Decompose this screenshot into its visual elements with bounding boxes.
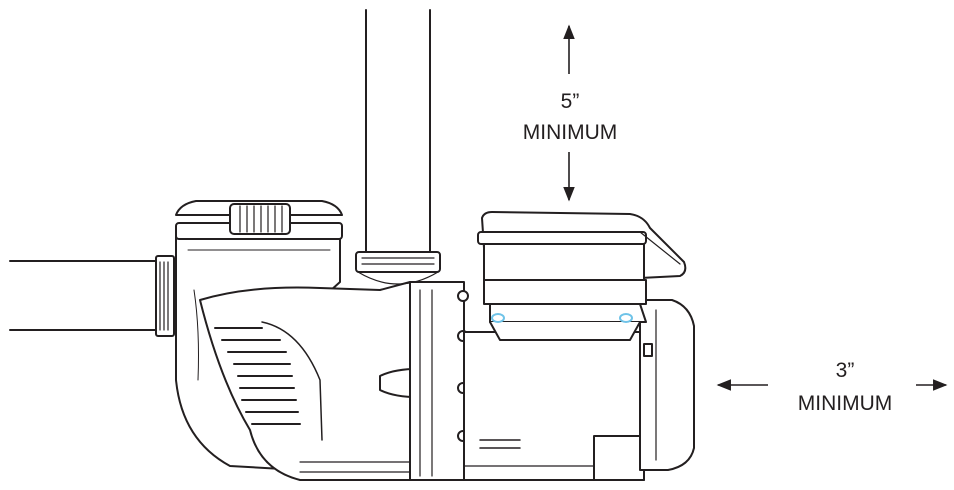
- indicator-light-right: [619, 313, 633, 323]
- outlet-pipe: [355, 9, 441, 285]
- top-clearance-value: 5”: [560, 90, 580, 113]
- side-clearance-value: 3”: [835, 359, 855, 382]
- top-clearance-label: MINIMUM: [522, 121, 618, 144]
- clearance-arrows: [563, 24, 948, 391]
- motor-body: [463, 331, 645, 481]
- indicator-lights: [491, 313, 633, 323]
- drive-controller: [477, 211, 687, 341]
- inlet-pipe: [9, 255, 175, 337]
- indicator-light-left: [491, 313, 505, 323]
- motor-end-cap: [639, 299, 695, 471]
- seal-plate: [409, 281, 469, 481]
- side-clearance-label: MINIMUM: [797, 392, 893, 415]
